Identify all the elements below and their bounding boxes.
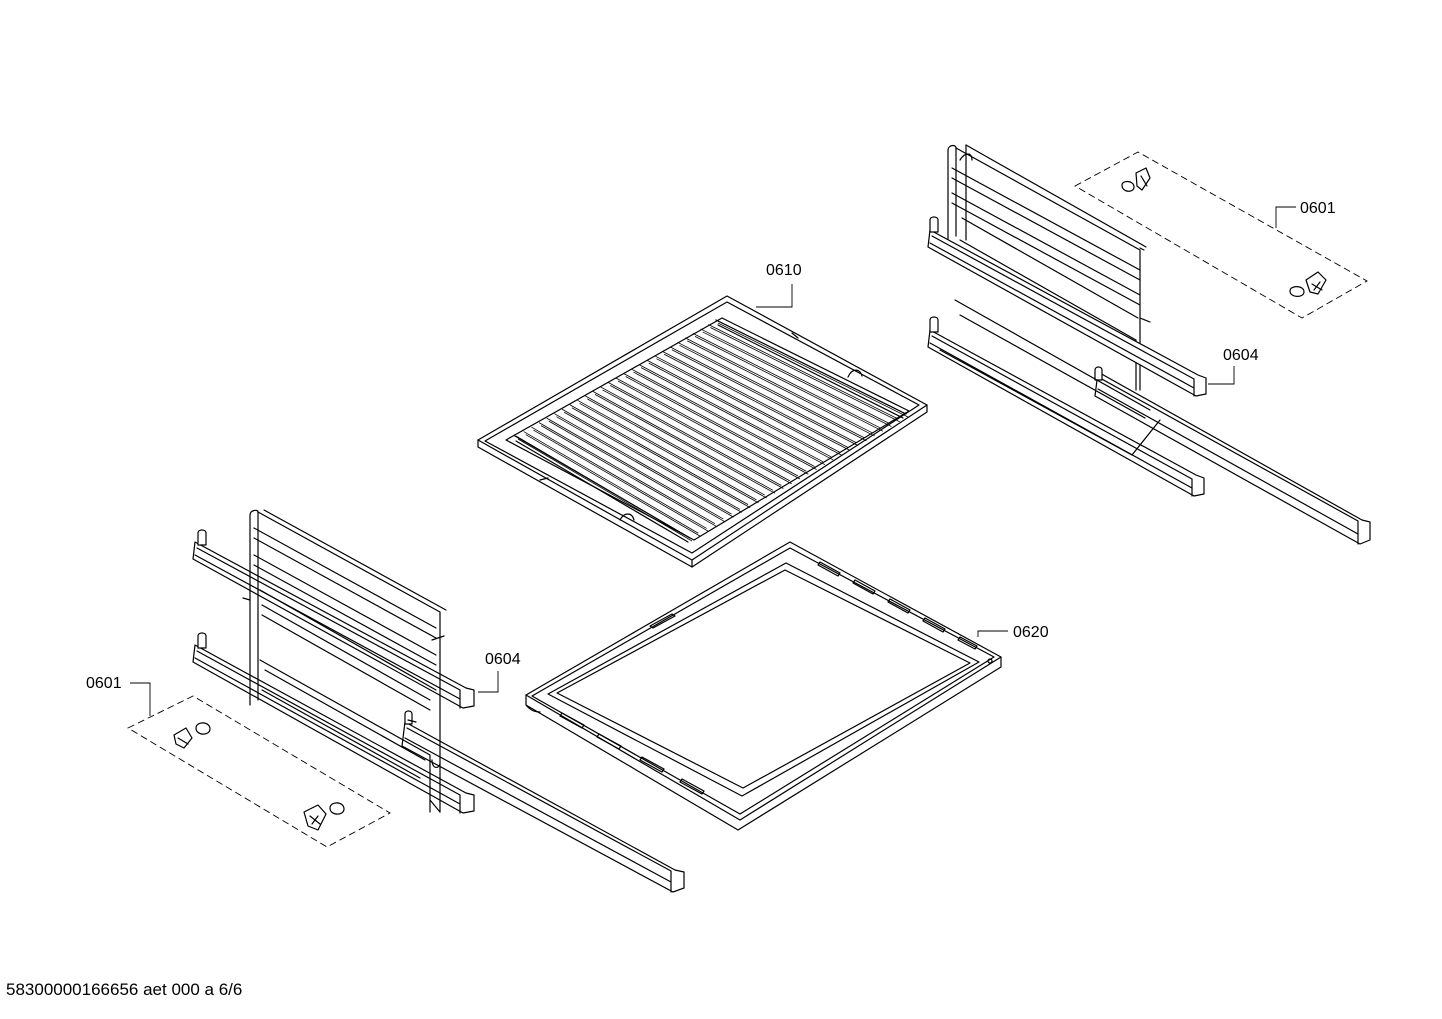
rack-bar xyxy=(569,404,749,505)
wire-rack-part xyxy=(477,295,928,568)
callout-0620: 0620 xyxy=(977,624,1049,641)
rack-bar xyxy=(677,341,865,439)
rack-bar xyxy=(692,333,882,429)
rack-bar-shadow xyxy=(679,344,867,442)
rack-bar-shadow xyxy=(702,331,892,427)
rack-bar xyxy=(685,337,873,434)
rack-bar-shadow xyxy=(602,389,784,489)
rack-bar xyxy=(715,319,907,415)
shelf-support-right-part xyxy=(927,144,1371,545)
rack-bar xyxy=(661,350,849,448)
callout-label-baking-tray: 0620 xyxy=(1013,624,1049,641)
rack-bar-shadow xyxy=(594,394,776,494)
rack-bar-shadow xyxy=(656,358,842,456)
rack-bar-shadow xyxy=(579,402,759,504)
rack-bar-shadow xyxy=(525,434,701,537)
callout-label-clips-left: 0601 xyxy=(86,675,122,692)
clip-kit-right-part xyxy=(1074,151,1368,319)
clip-kit-left-part xyxy=(127,695,391,848)
rack-bar-shadow xyxy=(548,420,726,523)
rack-bar xyxy=(700,328,890,424)
rack-bar xyxy=(669,346,857,443)
rack-bar-shadow xyxy=(610,385,792,485)
rack-bar xyxy=(523,431,699,534)
callout-0610: 0610 xyxy=(756,262,802,308)
rack-bar-shadow xyxy=(671,349,859,446)
callout-0601-right: 0601 xyxy=(1275,200,1336,228)
rack-bar xyxy=(554,413,732,515)
rack-bar xyxy=(515,435,691,539)
rack-bar xyxy=(577,399,757,501)
rack-bar xyxy=(646,359,832,458)
rack-bar-shadow xyxy=(663,353,851,451)
rack-bar-shadow xyxy=(710,327,900,423)
rack-bar xyxy=(623,373,807,472)
baking-tray-part xyxy=(525,541,1002,831)
rack-bar-shadow xyxy=(617,380,801,480)
callout-0601-left: 0601 xyxy=(86,675,151,716)
rack-bar xyxy=(538,422,716,525)
rack-bar-shadow xyxy=(587,398,767,499)
rack-bar xyxy=(608,382,790,482)
rack-bar-shadow xyxy=(717,322,909,418)
rack-bar-shadow xyxy=(633,371,817,470)
callout-0604-left: 0604 xyxy=(478,651,521,693)
rack-bar-shadow xyxy=(533,429,709,532)
callout-label-clips-right: 0601 xyxy=(1300,200,1336,217)
rack-bar-shadow xyxy=(571,407,751,508)
rack-bar-shadow xyxy=(640,367,826,466)
rack-bar-shadow xyxy=(648,362,834,461)
callout-label-wire-rack: 0610 xyxy=(766,262,802,279)
rack-bar xyxy=(585,395,765,496)
callout-label-rail-right: 0604 xyxy=(1223,347,1259,364)
callout-label-rail-left: 0604 xyxy=(485,651,521,668)
rack-bar-shadow xyxy=(625,376,809,475)
rack-bar-shadow xyxy=(556,416,734,518)
rack-bar xyxy=(592,391,774,491)
rack-bar xyxy=(654,355,840,453)
callout-0604-right: 0604 xyxy=(1208,347,1259,385)
rack-bar-shadow xyxy=(694,336,884,432)
rack-bar xyxy=(561,408,741,510)
rack-bar xyxy=(600,386,782,486)
rack-bar xyxy=(631,368,815,467)
rack-bar-shadow xyxy=(517,438,693,542)
rack-bar xyxy=(531,426,707,529)
document-code: 58300000166656 aet 000 a 6/6 xyxy=(6,980,243,999)
rack-bar xyxy=(546,417,724,520)
shelf-support-left-part xyxy=(192,509,685,893)
rack-bar xyxy=(638,364,824,463)
rack-bar-shadow xyxy=(687,340,875,437)
rack-bar xyxy=(708,324,898,420)
rack-bar-shadow xyxy=(540,425,718,528)
rack-bar xyxy=(615,377,799,477)
rack-bar-shadow xyxy=(563,411,743,513)
